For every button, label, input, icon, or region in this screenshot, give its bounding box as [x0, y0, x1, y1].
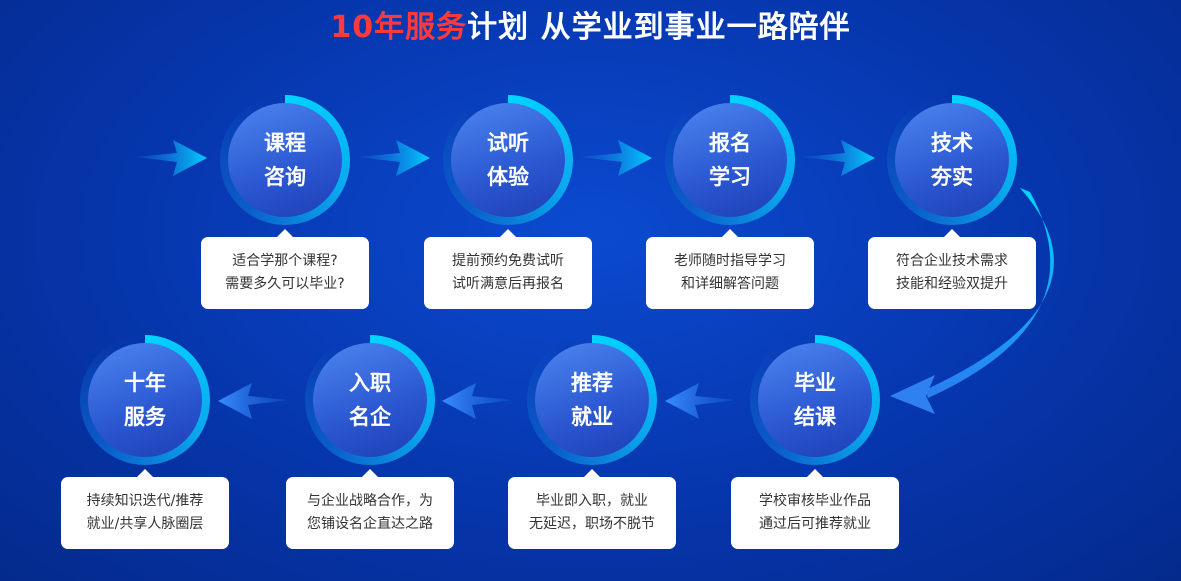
step-description-line: 通过后可推荐就业	[759, 516, 871, 532]
step-circle: 入职名企	[305, 335, 435, 465]
step-description-line: 技能和经验双提升	[896, 276, 1008, 292]
step-description-line: 适合学那个课程?	[232, 253, 338, 269]
arrow-left-icon	[665, 383, 737, 419]
step-description-line: 老师随时指导学习	[674, 253, 786, 269]
arrow-right-icon	[358, 140, 430, 176]
step-description-line: 毕业即入职，就业	[536, 493, 648, 509]
step-label: 技术夯实	[895, 103, 1009, 217]
step-description-line: 需要多久可以毕业?	[225, 276, 345, 292]
step-description: 老师随时指导学习和详细解答问题	[646, 229, 814, 309]
step-description: 毕业即入职，就业无延迟，职场不脱节	[508, 469, 676, 549]
step-label: 入职名企	[313, 343, 427, 457]
step-description: 提前预约免费试听试听满意后再报名	[424, 229, 592, 309]
step-label: 十年服务	[88, 343, 202, 457]
arrow-left-icon	[218, 383, 290, 419]
step-label-line: 技术	[931, 131, 973, 155]
arrow-right-icon	[803, 140, 875, 176]
step-label-line: 报名	[709, 131, 751, 155]
step-label: 报名学习	[673, 103, 787, 217]
step-description: 持续知识迭代/推荐就业/共享人脉圈层	[61, 469, 229, 549]
step-description-line: 符合企业技术需求	[896, 253, 1008, 269]
step-circle: 毕业结课	[750, 335, 880, 465]
step-label-line: 试听	[487, 131, 529, 155]
step-label-line: 课程	[264, 131, 306, 155]
step-circle: 推荐就业	[527, 335, 657, 465]
step-label-line: 名企	[349, 405, 391, 429]
step-label-line: 学习	[709, 165, 751, 189]
step-description-line: 和详细解答问题	[681, 276, 779, 292]
title-highlight: 10年服务	[330, 10, 468, 45]
page-title: 10年服务计划 从学业到事业一路陪伴	[0, 2, 1181, 46]
step-label-line: 结课	[794, 405, 836, 429]
step-description: 符合企业技术需求技能和经验双提升	[868, 229, 1036, 309]
step-label: 推荐就业	[535, 343, 649, 457]
step-label-line: 十年	[124, 371, 166, 395]
step-label-line: 服务	[124, 405, 166, 429]
step-description-line: 您铺设名企直达之路	[307, 516, 433, 532]
step-label-line: 咨询	[264, 165, 306, 189]
step-label-line: 入职	[349, 371, 391, 395]
step-description-line: 无延迟，职场不脱节	[529, 516, 655, 532]
step-description-line: 就业/共享人脉圈层	[86, 516, 204, 532]
step-circle: 十年服务	[80, 335, 210, 465]
step-circle: 报名学习	[665, 95, 795, 225]
arrow-left-icon	[442, 383, 514, 419]
arrow-right-icon	[135, 140, 207, 176]
step-label: 毕业结课	[758, 343, 872, 457]
step-description-line: 提前预约免费试听	[452, 253, 564, 269]
step-description-line: 学校审核毕业作品	[759, 493, 871, 509]
step-circle: 技术夯实	[887, 95, 1017, 225]
step-circle: 试听体验	[443, 95, 573, 225]
step-description: 适合学那个课程? 需要多久可以毕业?	[201, 229, 369, 309]
step-description-line: 持续知识迭代/推荐	[86, 493, 204, 509]
step-label-line: 推荐	[571, 371, 613, 395]
step-label: 课程咨询	[228, 103, 342, 217]
step-label-line: 夯实	[931, 165, 973, 189]
step-description: 学校审核毕业作品通过后可推荐就业	[731, 469, 899, 549]
step-description-line: 与企业战略合作，为	[307, 493, 433, 509]
step-circle: 课程咨询	[220, 95, 350, 225]
step-description-line: 试听满意后再报名	[452, 276, 564, 292]
step-label-line: 就业	[571, 405, 613, 429]
step-label-line: 体验	[487, 165, 529, 189]
arrow-right-icon	[580, 140, 652, 176]
step-label: 试听体验	[451, 103, 565, 217]
step-description: 与企业战略合作，为您铺设名企直达之路	[286, 469, 454, 549]
title-rest: 计划 从学业到事业一路陪伴	[467, 10, 851, 45]
step-label-line: 毕业	[794, 371, 836, 395]
